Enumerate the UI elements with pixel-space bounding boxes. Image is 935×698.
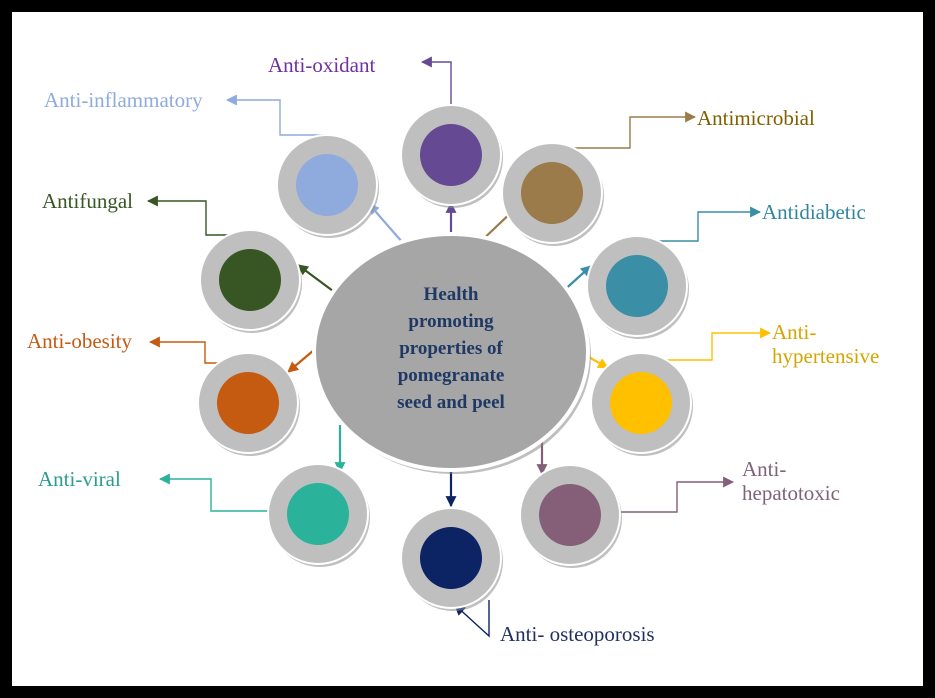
label-connector-antifungal xyxy=(146,195,256,236)
node-anti-oxidant xyxy=(400,104,503,208)
label-connector-anti-oxidant xyxy=(420,56,452,104)
node-anti-hepatotoxic xyxy=(519,464,622,568)
node-core-antifungal xyxy=(219,249,281,311)
label-connector-antidiabetic xyxy=(634,206,762,242)
label-anti-osteoporosis: Anti- osteoporosis xyxy=(500,622,655,646)
connector-arrow-anti-obesity xyxy=(287,349,315,373)
node-anti-hypertensive xyxy=(590,352,693,456)
label-anti-oxidant: Anti-oxidant xyxy=(268,53,375,77)
node-core-antidiabetic xyxy=(606,255,668,317)
label-connector-anti-osteoporosis xyxy=(454,600,490,638)
node-antidiabetic xyxy=(586,235,689,339)
label-anti-viral: Anti-viral xyxy=(38,467,121,491)
node-antifungal xyxy=(199,229,302,333)
node-antimicrobial xyxy=(501,142,604,246)
node-core-anti-inflammatory xyxy=(296,154,358,216)
label-antifungal: Antifungal xyxy=(42,189,133,213)
label-connector-anti-inflammatory xyxy=(225,94,327,136)
label-connector-anti-viral xyxy=(158,473,270,512)
node-anti-viral xyxy=(267,463,370,567)
label-anti-hepatotoxic: Anti-hepatotoxic xyxy=(742,457,840,505)
node-core-anti-hypertensive xyxy=(610,372,672,434)
label-connector-antimicrobial xyxy=(566,111,697,149)
node-core-anti-oxidant xyxy=(420,124,482,186)
node-anti-obesity xyxy=(197,352,300,456)
node-core-anti-osteoporosis xyxy=(420,527,482,589)
label-anti-hypertensive: Anti-hypertensive xyxy=(772,320,879,368)
label-antimicrobial: Antimicrobial xyxy=(697,106,815,130)
label-anti-obesity: Anti-obesity xyxy=(27,329,132,353)
node-core-anti-obesity xyxy=(217,372,279,434)
center-circle xyxy=(312,232,590,472)
connector-arrow-anti-inflammatory xyxy=(368,203,404,244)
label-connector-anti-hepatotoxic xyxy=(620,476,735,513)
node-core-anti-viral xyxy=(287,483,349,545)
node-anti-osteoporosis xyxy=(400,507,503,611)
label-antidiabetic: Antidiabetic xyxy=(762,200,866,224)
label-connector-anti-hypertensive xyxy=(648,327,772,361)
node-core-anti-hepatotoxic xyxy=(539,484,601,546)
node-anti-inflammatory xyxy=(276,134,379,238)
connector-arrow-antifungal xyxy=(297,264,334,292)
node-core-antimicrobial xyxy=(521,162,583,224)
label-anti-inflammatory: Anti-inflammatory xyxy=(44,88,203,112)
